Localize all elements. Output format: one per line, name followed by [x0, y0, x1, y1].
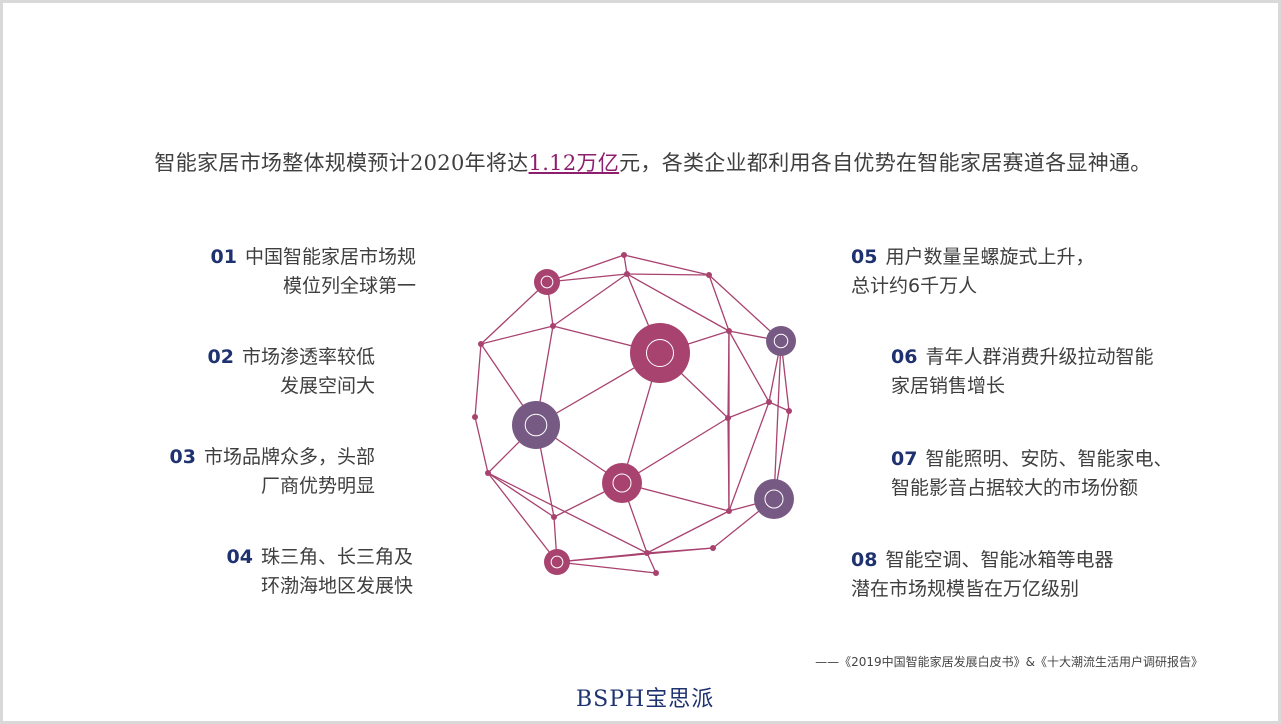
- point-text: 智能空调、智能冰箱等电器: [885, 549, 1114, 571]
- network-edge: [546, 273, 628, 283]
- point-text: 潜在市场规模皆在万亿级别: [851, 578, 1080, 600]
- point-number: 01: [210, 246, 237, 268]
- icon-glyph: [524, 413, 548, 437]
- network-node: [621, 252, 627, 258]
- scale-icon: [602, 463, 642, 503]
- network-edge: [727, 401, 770, 419]
- magnifier-icon: [544, 549, 570, 575]
- slide: 智能家居市场整体规模预计2020年将达1.12万亿元，各类企业都利用各自优势在智…: [3, 3, 1278, 721]
- network-node: [550, 323, 556, 329]
- point-text: 中国智能家居市场规: [244, 246, 416, 268]
- network-edge: [480, 281, 548, 345]
- network-node: [726, 328, 732, 334]
- icon-glyph: [612, 473, 632, 493]
- icon-glyph: [550, 555, 564, 569]
- network-node: [725, 415, 731, 421]
- network-edge: [626, 273, 710, 276]
- network-node: [653, 570, 659, 576]
- network-edge: [474, 416, 489, 474]
- network-edge: [487, 472, 648, 554]
- point-text: 智能影音占据较大的市场份额: [891, 477, 1139, 499]
- point-06: 06 青年人群消费升级拉动智能家居销售增长: [891, 343, 1153, 401]
- network-node: [485, 470, 491, 476]
- network-edge: [487, 472, 558, 563]
- point-text: 用户数量呈螺旋式上升，: [885, 246, 1095, 268]
- gears-icon: [754, 479, 794, 519]
- network-edge: [621, 417, 729, 484]
- network-edge: [728, 330, 770, 403]
- network-edge: [474, 343, 482, 418]
- network-node: [786, 408, 792, 414]
- icon-glyph: [540, 275, 554, 289]
- point-text: 智能照明、安防、智能家电、: [925, 448, 1173, 470]
- icon-glyph: [764, 489, 784, 509]
- network-edge: [728, 401, 770, 512]
- point-04: 04 珠三角、长三角及环渤海地区发展快: [227, 543, 413, 601]
- point-text: 发展空间大: [279, 375, 375, 397]
- network-edge: [556, 561, 657, 574]
- source-citation: ——《2019中国智能家居发展白皮书》&《十大潮流生活用户调研报告》: [815, 655, 1203, 669]
- network-edge: [646, 552, 657, 574]
- network-node: [706, 272, 712, 278]
- network-node: [472, 414, 478, 420]
- point-text: 厂商优势明显: [260, 475, 375, 497]
- network-edge: [768, 401, 790, 412]
- point-text: 总计约6千万人: [851, 275, 978, 297]
- network-edge: [773, 340, 782, 500]
- logo: BSPH宝思派: [576, 687, 715, 712]
- point-text: 家居销售增长: [891, 375, 1006, 397]
- icon-glyph: [646, 339, 674, 367]
- network-edge: [646, 510, 730, 554]
- network-edge: [708, 274, 782, 342]
- headline-text-end: 元，各类企业都利用各自优势在智能家居赛道各显神通。: [619, 151, 1152, 175]
- point-text: 市场渗透率较低: [241, 346, 375, 368]
- network-node: [624, 271, 630, 277]
- point-number: 05: [851, 246, 878, 268]
- point-number: 02: [207, 346, 234, 368]
- network-edge: [623, 254, 710, 276]
- point-03: 03 市场品牌众多，头部厂商优势明显: [170, 443, 375, 501]
- headline-highlight: 1.12万亿: [528, 151, 620, 175]
- point-number: 06: [891, 346, 918, 368]
- point-07: 07 智能照明、安防、智能家电、智能影音占据较大的市场份额: [891, 445, 1172, 503]
- rocket-icon: [512, 401, 560, 449]
- network-node: [766, 399, 772, 405]
- point-text: 珠三角、长三角及: [260, 546, 413, 568]
- headline: 智能家居市场整体规模预计2020年将达1.12万亿元，各类企业都利用各自优势在智…: [3, 147, 1278, 177]
- network-node: [478, 341, 484, 347]
- network-node: [644, 550, 650, 556]
- network-edge: [480, 325, 554, 345]
- network-edge: [708, 274, 730, 332]
- network-graphic: [472, 252, 796, 576]
- point-08: 08 智能空调、智能冰箱等电器潜在市场规模皆在万亿级别: [851, 546, 1113, 604]
- point-05: 05 用户数量呈螺旋式上升， 总计约6千万人: [851, 243, 1094, 301]
- network-node: [551, 514, 557, 520]
- network-edge: [487, 472, 555, 518]
- icon-glyph: [773, 333, 789, 349]
- point-01: 01 中国智能家居市场规模位列全球第一: [211, 243, 416, 301]
- network-edge: [556, 552, 648, 563]
- chart-board-icon: [766, 326, 796, 356]
- point-number: 07: [891, 448, 918, 470]
- headline-text: 智能家居市场整体规模预计2020年将达: [154, 151, 529, 175]
- network-edge: [552, 273, 628, 327]
- point-text: 环渤海地区发展快: [260, 575, 413, 597]
- point-text: 模位列全球第一: [282, 275, 416, 297]
- point-text: 青年人群消费升级拉动智能: [925, 346, 1154, 368]
- clock-icon: [534, 269, 560, 295]
- network-node: [726, 508, 732, 514]
- point-text: 市场品牌众多，头部: [203, 446, 375, 468]
- lightbulb-icon: [630, 323, 690, 383]
- point-02: 02 市场渗透率较低发展空间大: [208, 343, 375, 401]
- network-node: [710, 545, 716, 551]
- point-number: 03: [169, 446, 196, 468]
- network-edge: [727, 417, 730, 512]
- point-number: 08: [851, 549, 878, 571]
- network-edge: [546, 254, 625, 283]
- network-edge: [623, 254, 628, 275]
- point-number: 04: [226, 546, 253, 568]
- network-edge: [626, 273, 730, 332]
